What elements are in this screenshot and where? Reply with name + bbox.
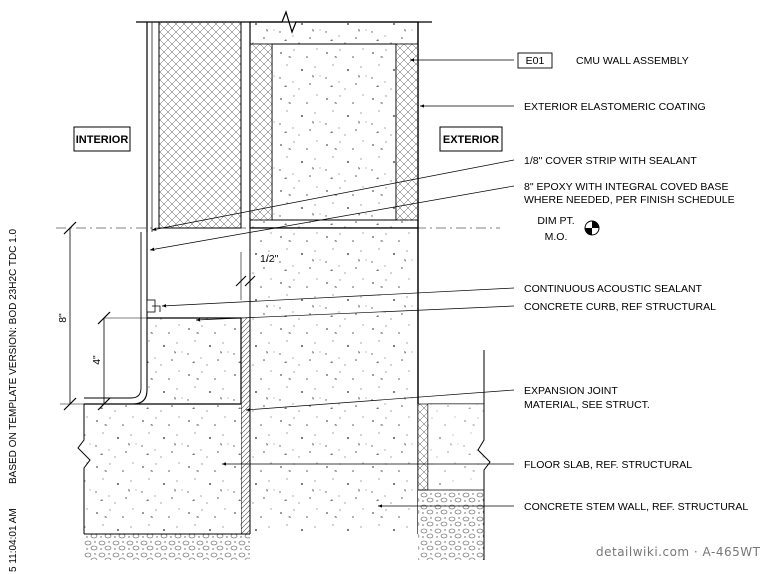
dimension-half-inch: [235, 252, 256, 300]
interior-label: INTERIOR: [76, 134, 129, 146]
watermark: detailwiki.com · A-465WT: [596, 545, 760, 559]
callout-epoxy-base-line1: 8" EPOXY WITH INTEGRAL COVED BASE: [524, 181, 728, 193]
room-tag-interior: INTERIOR: [73, 126, 131, 152]
exterior-grade: [417, 350, 491, 560]
keynote-description: CMU WALL ASSEMBLY: [576, 55, 689, 67]
gravel-base: [84, 490, 484, 560]
dimension-label-half-inch: 1/2": [260, 253, 279, 265]
callout-expansion-joint-line2: MATERIAL, SEE STRUCT.: [524, 399, 650, 411]
callout-elastomeric-coating: EXTERIOR ELASTOMERIC COATING: [524, 101, 706, 113]
concrete-curb: [147, 317, 242, 404]
keynote-code: E01: [526, 55, 545, 67]
callout-expansion-joint-line1: EXPANSION JOINT: [524, 385, 618, 397]
callout-floor-slab: FLOOR SLAB, REF. STRUCTURAL: [524, 459, 692, 471]
epoxy-coved-base: [84, 232, 161, 405]
leader-lines: [149, 58, 515, 508]
callout-epoxy-base-line2: WHERE NEEDED, PER FINISH SCHEDULE: [524, 194, 735, 206]
callout-acoustic-sealant: CONTINUOUS ACOUSTIC SEALANT: [524, 283, 703, 295]
expansion-joint: [240, 228, 251, 534]
dimension-label-4in: 4": [91, 355, 103, 365]
dimension-4in: [97, 311, 147, 411]
timestamp-text: 5 11:04:01 AM: [8, 508, 19, 572]
datum-line: [56, 220, 600, 236]
datum-label-line1: DIM PT.: [537, 215, 574, 227]
callout-stem-wall: CONCRETE STEM WALL, REF. STRUCTURAL: [524, 501, 748, 513]
break-line-top: [136, 10, 432, 34]
dimension-label-8in: 8": [57, 313, 69, 323]
callout-cover-strip: 1/8" COVER STRIP WITH SEALANT: [524, 155, 697, 167]
template-version-text: BASED ON TEMPLATE VERSION: BOD 23H2C TDC…: [8, 228, 19, 484]
datum-label-line2: M.O.: [545, 231, 568, 243]
cmu-wall: [249, 21, 419, 229]
interior-insulation: [146, 21, 251, 232]
exterior-label: EXTERIOR: [443, 134, 499, 146]
callout-concrete-curb: CONCRETE CURB, REF STRUCTURAL: [524, 301, 716, 313]
room-tag-exterior: EXTERIOR: [439, 126, 503, 152]
keynote-tag: E01 CMU WALL ASSEMBLY: [517, 52, 689, 69]
dimension-8in: [60, 221, 84, 411]
concrete-stem-wall: [250, 227, 419, 534]
floor-slab: [77, 403, 241, 534]
